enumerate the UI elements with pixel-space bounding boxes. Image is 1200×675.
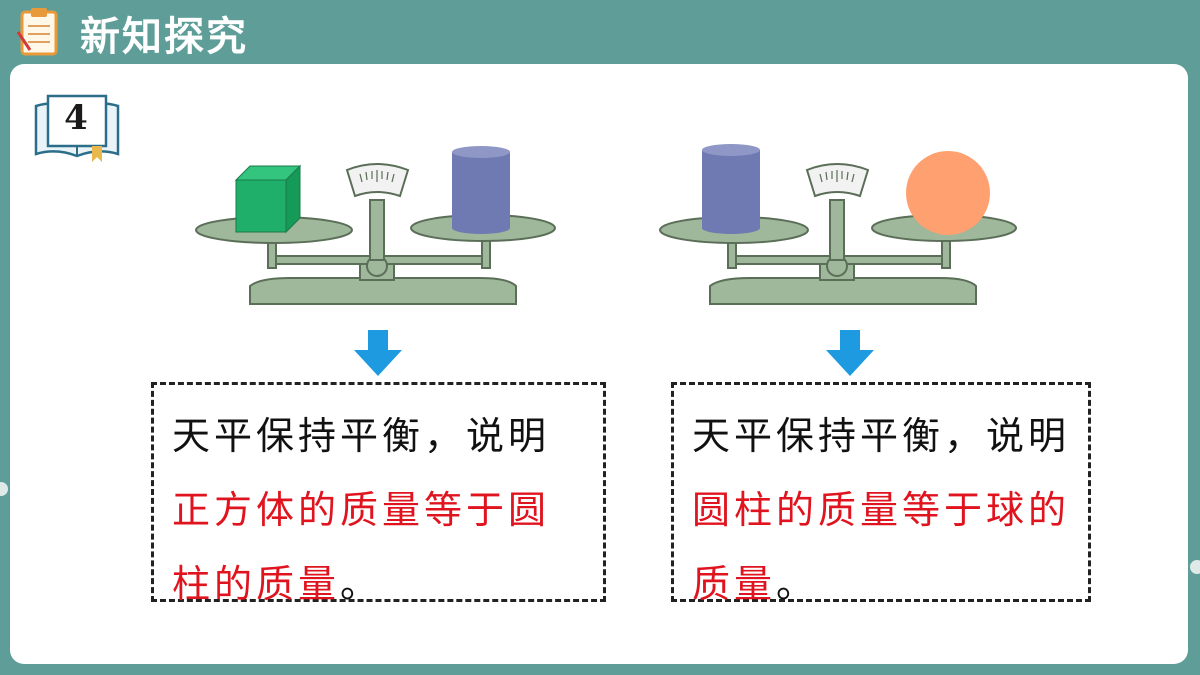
green-cube: [234, 164, 302, 234]
clipboard-icon: [16, 8, 58, 56]
conclusion-box-right: 天平保持平衡，说明圆柱的质量等于球的质量。: [671, 382, 1091, 606]
edge-dot: [1190, 560, 1200, 574]
conclusion-box-left: 天平保持平衡，说明正方体的质量等于圆柱的质量。: [151, 382, 606, 606]
arrow-down-icon: [354, 330, 402, 376]
period: 。: [340, 562, 383, 606]
scale-base: [249, 277, 517, 305]
statement-text: 天平保持平衡，说明: [172, 414, 551, 458]
period: 。: [776, 562, 819, 606]
scale-base: [709, 277, 977, 305]
edge-dot: [0, 482, 8, 496]
open-book-icon: [34, 94, 120, 162]
purple-cylinder: [702, 144, 760, 234]
balance-scale-cube-cylinder: [195, 146, 556, 305]
arrow-down-icon: [826, 330, 874, 376]
page-title: 新知探究: [80, 14, 248, 60]
purple-cylinder: [452, 146, 510, 234]
balance-scale-cylinder-ball: [659, 144, 1017, 305]
statement-text: 天平保持平衡，说明: [692, 414, 1071, 458]
highlighted-conclusion: 正方体的质量等于圆柱的质量: [172, 488, 551, 606]
highlighted-conclusion: 圆柱的质量等于球的质量: [692, 488, 1071, 606]
header-bar: 新知探究: [0, 0, 1200, 62]
orange-ball: [906, 151, 990, 235]
content-panel: [10, 64, 1188, 664]
problem-number: 4: [64, 98, 88, 138]
